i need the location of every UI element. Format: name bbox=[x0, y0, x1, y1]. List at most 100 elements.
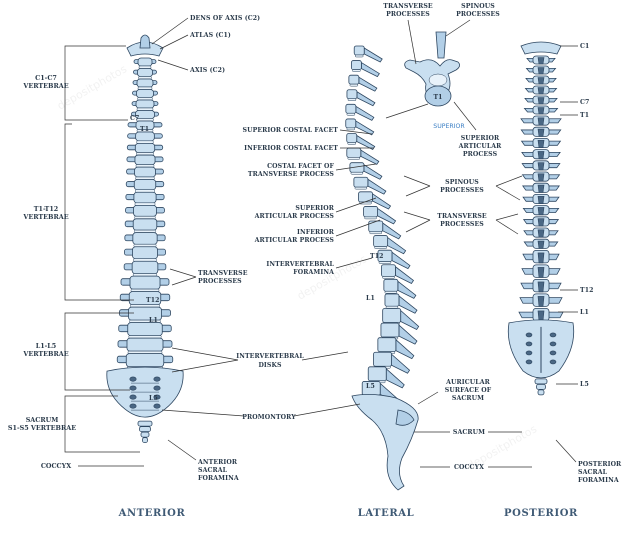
superior-articular-label-b: ARTICULAR PROCESS bbox=[254, 213, 335, 220]
t1-t12-label: T1-T12 bbox=[34, 205, 58, 213]
spinous-process bbox=[361, 150, 379, 164]
posterior-c1-label: C1 bbox=[580, 43, 589, 50]
t1-transverse-label-b: PROCESSES bbox=[386, 11, 430, 18]
lateral-l5-label: L5 bbox=[366, 383, 375, 390]
lateral-sacrum bbox=[352, 394, 418, 490]
intervertebral-disk bbox=[386, 306, 398, 308]
lateral-view-title: LATERAL bbox=[358, 508, 415, 519]
posterior-sacral-foramen bbox=[526, 351, 532, 355]
vertebral-body bbox=[381, 265, 395, 277]
spinous-process bbox=[538, 118, 544, 125]
vertebral-body bbox=[385, 294, 399, 306]
anterior-t1-label: T1 bbox=[140, 126, 149, 133]
spinous-process bbox=[538, 68, 544, 74]
vertebral-body bbox=[349, 75, 359, 84]
promontory-label: PROMONTORY bbox=[242, 414, 296, 421]
anterior-spine-illustration bbox=[107, 35, 183, 443]
vertebral-body bbox=[134, 180, 156, 190]
posterior-atlas bbox=[521, 42, 561, 54]
sacrum-vertebrae-label: S1-S5 VERTEBRAE bbox=[8, 424, 76, 432]
sacral-foramen bbox=[130, 377, 136, 381]
spinous-process bbox=[364, 48, 382, 62]
spinous-process bbox=[538, 163, 544, 170]
vertebral-body bbox=[137, 79, 153, 87]
dens-process bbox=[140, 35, 150, 48]
posterior-l1-label: L1 bbox=[580, 309, 589, 316]
posterior-coccyx-segment bbox=[535, 379, 547, 384]
t1-superior-label: T1 bbox=[433, 94, 442, 101]
vertebral-body bbox=[134, 205, 157, 216]
spinous-process bbox=[538, 253, 544, 263]
spinous-process bbox=[399, 296, 417, 313]
vertebral-body bbox=[383, 309, 401, 323]
anterior-processes-label: PROCESSES bbox=[198, 278, 242, 285]
intervertebral-disk bbox=[348, 99, 356, 101]
anterior-l1-label: L1 bbox=[149, 317, 158, 324]
posterior-sacral-foramen bbox=[550, 360, 556, 364]
svg-text:depositphotos: depositphotos bbox=[295, 252, 369, 302]
c1-c7-label: C1-C7 bbox=[35, 74, 57, 82]
vertebral-body bbox=[135, 155, 155, 165]
spinous-process bbox=[392, 354, 410, 373]
l1-l5-vertebrae-label: VERTEBRAE bbox=[22, 350, 68, 358]
lateral-t12-label: T12 bbox=[370, 253, 384, 260]
vertebral-body bbox=[132, 261, 158, 273]
vertebral-body bbox=[384, 279, 398, 291]
vertebral-body bbox=[138, 58, 152, 66]
intervertebral-disk bbox=[347, 128, 355, 130]
intervertebral-disk bbox=[355, 187, 367, 189]
vertebral-body bbox=[128, 323, 163, 336]
coccyx-label: COCCYX bbox=[41, 462, 71, 470]
anterior-view-title: ANTERIOR bbox=[118, 508, 186, 519]
vertebral-body bbox=[364, 206, 378, 217]
intervertebral-disk bbox=[365, 217, 377, 219]
intervertebral-disk bbox=[350, 84, 358, 86]
t1-t12-vertebrae-label: VERTEBRAE bbox=[22, 213, 68, 221]
vertebral-body bbox=[346, 119, 356, 128]
vertebral-body bbox=[346, 104, 356, 113]
spinous-process bbox=[361, 63, 379, 77]
intervertebral-disk bbox=[351, 172, 363, 174]
vertebral-body bbox=[133, 219, 157, 230]
superior-articular-label-a: SUPERIOR bbox=[295, 205, 334, 212]
costal-facet-tp-label-b: TRANSVERSE PROCESS bbox=[248, 171, 335, 178]
intervertebral-disk bbox=[355, 55, 363, 57]
spinous-process bbox=[538, 58, 544, 64]
spinous-process bbox=[538, 78, 544, 84]
spinous-process bbox=[538, 88, 544, 94]
vertebral-body bbox=[347, 134, 357, 143]
superior-costal-facet-label: SUPERIOR COSTAL FACET bbox=[243, 127, 339, 134]
vertebral-body bbox=[136, 132, 155, 141]
sacral-foramen bbox=[130, 395, 136, 399]
coccyx-segment bbox=[143, 438, 148, 443]
lateral-l1-label: L1 bbox=[366, 295, 375, 302]
posterior-sacral-label-b: SACRAL bbox=[578, 469, 608, 476]
sacral-foramen bbox=[130, 404, 136, 408]
anterior-transverse-label: TRANSVERSE bbox=[198, 270, 248, 277]
sacral-foramen bbox=[130, 386, 136, 390]
spinous-process bbox=[538, 267, 544, 277]
intervertebral-disk bbox=[370, 232, 382, 234]
intervertebral-disks-label-b: DISKS bbox=[258, 362, 282, 369]
spinous-process bbox=[538, 151, 544, 158]
t1-sup-art-label-b: ARTICULAR bbox=[458, 143, 503, 150]
costal-facet-tp-label-a: COSTAL FACET OF bbox=[267, 163, 334, 170]
vertebral-body bbox=[354, 177, 368, 187]
vertebral-body bbox=[127, 338, 163, 351]
spinous-process bbox=[398, 281, 416, 298]
spinous-process bbox=[538, 207, 544, 214]
t1-superior-view-illustration: T1 bbox=[405, 32, 460, 106]
vertebral-body bbox=[374, 236, 388, 247]
auricular-surface-label-c: SACRUM bbox=[452, 395, 484, 402]
inferior-articular-label-a: INFERIOR bbox=[297, 229, 335, 236]
spinous-process bbox=[538, 174, 544, 181]
posterior-l5-label: L5 bbox=[580, 381, 589, 388]
intervertebral-disk bbox=[385, 291, 397, 293]
l1-l5-label: L1-L5 bbox=[36, 342, 57, 350]
vertebral-body bbox=[136, 100, 154, 108]
coccyx-segment bbox=[141, 432, 149, 437]
vertebral-body bbox=[374, 352, 392, 366]
posterior-coccyx-segment bbox=[537, 384, 546, 389]
